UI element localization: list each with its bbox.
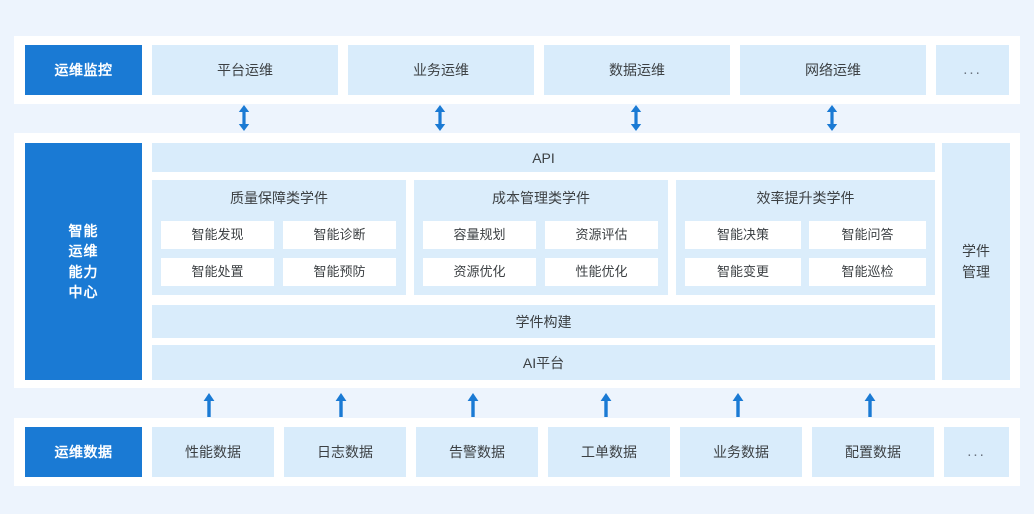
bottom-item-label: 配置数据 <box>845 443 901 460</box>
learnware-build-band[interactable]: 学件构建 <box>152 305 935 338</box>
learnware-card[interactable]: 智能预防 <box>283 258 396 286</box>
learnware-card-label: 智能变更 <box>716 264 769 280</box>
ai-platform-band[interactable]: AI平台 <box>152 345 935 380</box>
learnware-build-label: 学件构建 <box>515 313 572 330</box>
learnware-card-label: 性能优化 <box>575 264 628 280</box>
learnware-card[interactable]: 智能诊断 <box>283 221 396 249</box>
middle-layer-header[interactable]: 智能 运维 能力 中心 <box>25 143 142 380</box>
learnware-card-label: 容量规划 <box>453 227 506 243</box>
middle-layer-header-line: 智能 <box>68 222 99 239</box>
learnware-card[interactable]: 资源评估 <box>545 221 658 249</box>
bottom-item-log-data[interactable]: 日志数据 <box>284 427 406 477</box>
top-item-more[interactable]: ... <box>936 45 1009 95</box>
middle-layer-header-line: 能力 <box>68 263 99 280</box>
double-headed-vertical-arrow-icon <box>434 105 446 131</box>
up-arrow-icon <box>335 393 347 417</box>
bottom-item-more[interactable]: ... <box>944 427 1009 477</box>
double-headed-vertical-arrow-icon <box>238 105 250 131</box>
bottom-item-label: 日志数据 <box>317 443 373 460</box>
learnware-card[interactable]: 性能优化 <box>545 258 658 286</box>
bottom-item-label: ... <box>967 442 986 460</box>
up-arrow-icon <box>203 393 215 417</box>
up-arrow-icon <box>732 393 744 417</box>
double-headed-vertical-arrow-icon <box>826 105 838 131</box>
top-item-network-ops[interactable]: 网络运维 <box>740 45 926 95</box>
learnware-card-label: 资源优化 <box>453 264 506 280</box>
learnware-card-label: 智能诊断 <box>313 227 366 243</box>
top-item-label: ... <box>963 60 982 78</box>
top-item-business-ops[interactable]: 业务运维 <box>348 45 534 95</box>
bottom-item-ticket-data[interactable]: 工单数据 <box>548 427 670 477</box>
bottom-layer-header[interactable]: 运维数据 <box>25 427 142 477</box>
learnware-card-label: 智能发现 <box>191 227 244 243</box>
bottom-item-label: 工单数据 <box>581 443 637 460</box>
learnware-card[interactable]: 智能变更 <box>685 258 801 286</box>
learnware-card-label: 智能决策 <box>716 227 769 243</box>
learnware-card[interactable]: 智能问答 <box>809 221 926 249</box>
learnware-card[interactable]: 智能巡检 <box>809 258 926 286</box>
top-layer-header-label: 运维监控 <box>54 61 113 78</box>
bottom-item-business-data[interactable]: 业务数据 <box>680 427 802 477</box>
learnware-group-title: 效率提升类学件 <box>756 190 855 206</box>
top-item-label: 业务运维 <box>413 61 469 78</box>
api-band-label: API <box>532 149 555 166</box>
bottom-layer-header-label: 运维数据 <box>54 443 113 460</box>
learnware-card-label: 智能处置 <box>191 264 244 280</box>
learnware-card-label: 资源评估 <box>575 227 628 243</box>
learnware-group-title: 质量保障类学件 <box>230 190 328 206</box>
learnware-card-label: 智能预防 <box>313 264 366 280</box>
learnware-card[interactable]: 智能发现 <box>161 221 274 249</box>
bottom-item-alert-data[interactable]: 告警数据 <box>416 427 538 477</box>
bottom-item-label: 业务数据 <box>713 443 769 460</box>
top-item-label: 平台运维 <box>217 61 273 78</box>
bottom-item-performance-data[interactable]: 性能数据 <box>152 427 274 477</box>
up-arrow-icon <box>600 393 612 417</box>
bottom-item-label: 性能数据 <box>185 443 241 460</box>
top-item-label: 网络运维 <box>805 61 861 78</box>
middle-layer-header-line: 运维 <box>68 243 99 260</box>
learnware-group-title: 成本管理类学件 <box>492 190 590 206</box>
learnware-management-line: 学件 <box>962 243 990 260</box>
learnware-card[interactable]: 资源优化 <box>423 258 536 286</box>
bottom-item-config-data[interactable]: 配置数据 <box>812 427 934 477</box>
learnware-card-label: 智能巡检 <box>841 264 894 280</box>
up-arrow-icon <box>467 393 479 417</box>
learnware-card[interactable]: 智能决策 <box>685 221 801 249</box>
learnware-card[interactable]: 智能处置 <box>161 258 274 286</box>
top-layer-header[interactable]: 运维监控 <box>25 45 142 95</box>
learnware-management-line: 管理 <box>962 263 990 280</box>
ai-platform-label: AI平台 <box>522 354 565 371</box>
learnware-card[interactable]: 容量规划 <box>423 221 536 249</box>
learnware-management-panel[interactable]: 学件 管理 <box>942 143 1010 380</box>
bottom-item-label: 告警数据 <box>449 443 505 460</box>
top-item-label: 数据运维 <box>609 61 665 78</box>
top-item-data-ops[interactable]: 数据运维 <box>544 45 730 95</box>
double-headed-vertical-arrow-icon <box>630 105 642 131</box>
learnware-card-label: 智能问答 <box>841 227 894 243</box>
top-item-platform-ops[interactable]: 平台运维 <box>152 45 338 95</box>
api-band[interactable]: API <box>152 143 935 172</box>
up-arrow-icon <box>864 393 876 417</box>
middle-layer-header-line: 中心 <box>68 283 99 300</box>
